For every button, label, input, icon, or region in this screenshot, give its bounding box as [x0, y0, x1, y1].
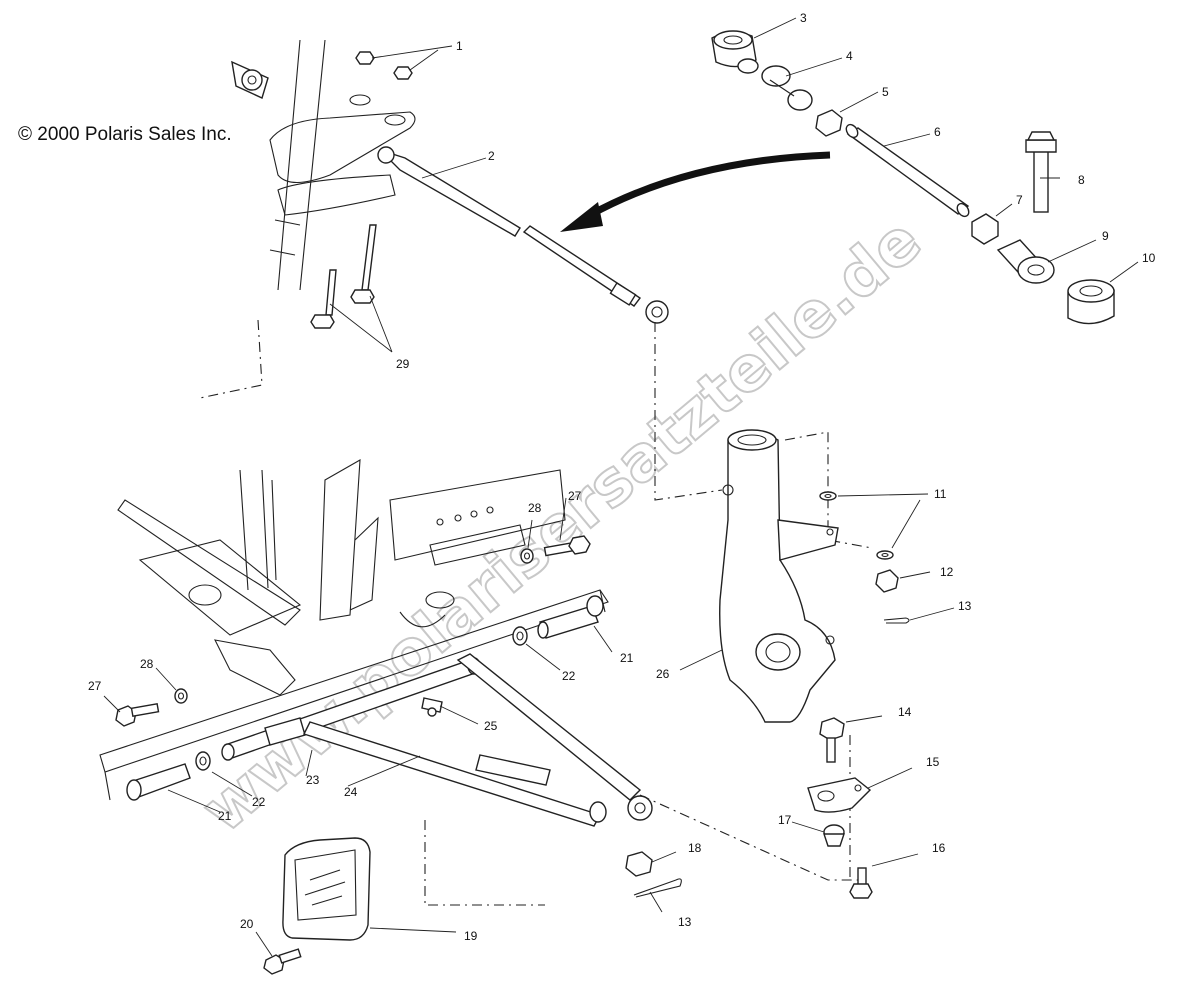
ball-joint-part-17 [823, 824, 845, 847]
plate-part-15 [807, 777, 872, 813]
rod-end-part-9 [996, 239, 1055, 284]
callout-23: 23 [306, 773, 320, 787]
callout-24: 24 [344, 785, 358, 799]
cotter-pin-part-13-lower [633, 878, 682, 898]
callout-11: 11 [934, 487, 947, 501]
callout-25: 25 [484, 719, 498, 733]
copyright-notice: © 2000 Polaris Sales Inc. [18, 124, 232, 145]
callout-3: 3 [800, 11, 807, 25]
callout-22-upper: 22 [562, 669, 576, 683]
a-arm-part-24 [221, 653, 653, 827]
callout-6: 6 [934, 125, 941, 139]
callout-14: 14 [898, 705, 912, 719]
direction-arrow [560, 151, 831, 232]
bushing-part-3 [711, 30, 759, 74]
bolt-part-27-upper [543, 535, 591, 557]
spindle-part-26 [719, 429, 839, 723]
guard-part-19 [282, 837, 371, 941]
bushing-part-10 [1067, 279, 1115, 325]
washer-part-11 [819, 491, 894, 560]
washer-part-22-lower [195, 751, 211, 771]
callout-27-lower: 27 [88, 679, 102, 693]
nut-part-12 [875, 569, 899, 593]
callout-9: 9 [1102, 229, 1109, 243]
washer-part-28-upper [520, 548, 534, 564]
nut-part-7 [971, 213, 999, 245]
callout-1: 1 [456, 39, 463, 53]
callout-20: 20 [240, 917, 254, 931]
callout-10: 10 [1142, 251, 1156, 265]
castle-nut-part-18 [625, 851, 653, 877]
watermark-text: www.polarisersatzteile.de [188, 203, 935, 846]
callout-22-lower: 22 [252, 795, 266, 809]
tie-rod-end-left [231, 60, 269, 99]
callout-28-upper: 28 [528, 501, 542, 515]
callout-28-lower: 28 [140, 657, 154, 671]
callout-2: 2 [488, 149, 495, 163]
washer-part-28-lower [174, 688, 188, 704]
callout-13-upper: 13 [958, 599, 972, 613]
pivot-tube-part-21-lower [126, 763, 191, 801]
callout-5: 5 [882, 85, 889, 99]
tie-rod-part-2 [377, 146, 669, 324]
callout-12: 12 [940, 565, 954, 579]
callout-27-upper: 27 [568, 489, 582, 503]
leader-lines [103, 17, 1139, 957]
washer-part-22-upper [512, 626, 528, 646]
callout-29: 29 [396, 357, 410, 371]
pivot-tube-part-21-upper [537, 595, 604, 639]
bolt-part-20 [263, 948, 302, 975]
bolt-part-16 [849, 867, 873, 899]
grease-fitting-part-25 [421, 697, 443, 717]
bolt-part-27-lower [115, 702, 160, 727]
callout-17: 17 [778, 813, 792, 827]
bolt-part-14 [819, 717, 845, 763]
callout-13-lower: 13 [678, 915, 692, 929]
steering-post [269, 39, 416, 291]
callout-15: 15 [926, 755, 940, 769]
bolt-part-29 [310, 224, 377, 329]
callout-18: 18 [688, 841, 702, 855]
callout-16: 16 [932, 841, 946, 855]
nut-part-1 [355, 51, 413, 80]
callout-4: 4 [846, 49, 853, 63]
callout-numbers: 1 2 3 4 5 6 7 8 9 10 11 12 13 14 15 16 1… [88, 11, 1156, 943]
callout-8: 8 [1078, 173, 1085, 187]
cotter-pin-part-13-upper [883, 617, 910, 624]
shaft-part-6 [845, 123, 970, 218]
bolt-part-8 [1025, 131, 1057, 213]
callout-21-lower: 21 [218, 809, 232, 823]
nut-part-5 [815, 109, 843, 137]
callout-7: 7 [1016, 193, 1023, 207]
callout-26: 26 [656, 667, 670, 681]
callout-21-upper: 21 [620, 651, 634, 665]
ball-joint-part-4 [761, 65, 813, 111]
callout-19: 19 [464, 929, 478, 943]
frame-section [99, 459, 609, 801]
